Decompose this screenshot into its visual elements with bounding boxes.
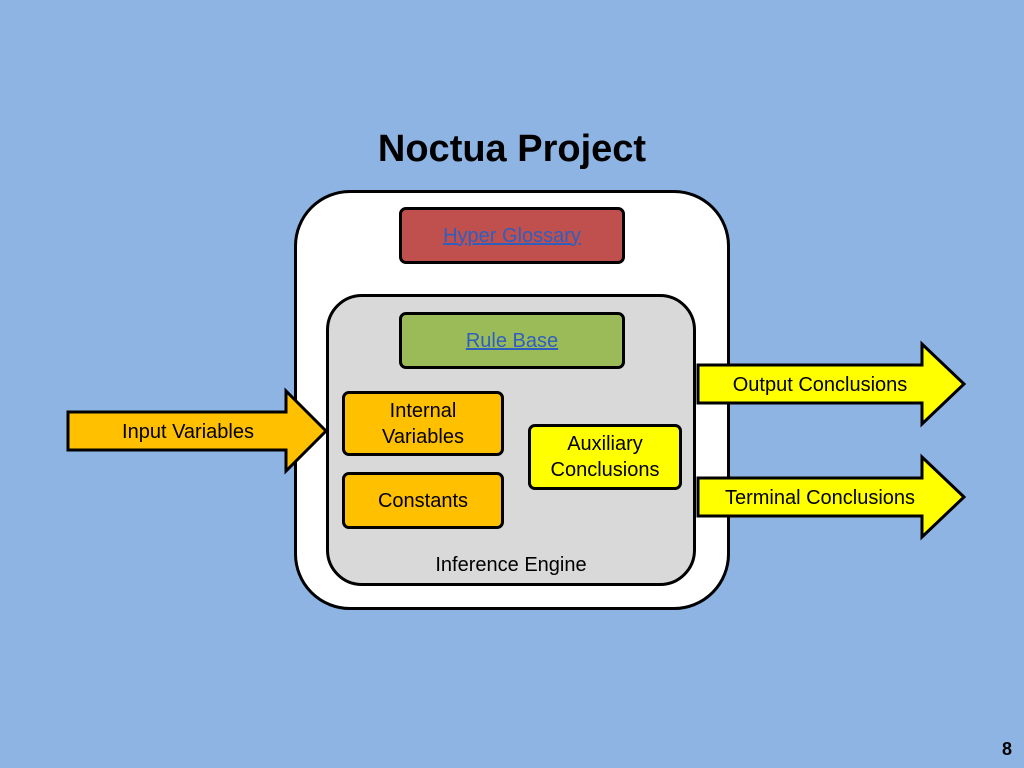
hyper-glossary-box[interactable]: Hyper Glossary [399, 207, 625, 264]
auxiliary-conclusions-label: Auxiliary Conclusions [550, 433, 660, 481]
auxiliary-conclusions-box: Auxiliary Conclusions [528, 424, 682, 490]
terminal-conclusions-arrow [696, 453, 967, 541]
output-conclusions-arrow [696, 340, 967, 428]
input-variables-arrow [66, 387, 329, 475]
constants-label: Constants [377, 489, 469, 512]
terminal-conclusions-label: Terminal Conclusions [724, 486, 916, 509]
input-variables-label: Input Variables [122, 420, 254, 443]
page-number: 8 [1001, 739, 1012, 759]
constants-box: Constants [342, 472, 504, 529]
rule-base-box[interactable]: Rule Base [399, 312, 625, 369]
output-conclusions-label: Output Conclusions [732, 373, 908, 396]
internal-variables-box: Internal Variables [342, 391, 504, 456]
hyper-glossary-link[interactable]: Hyper Glossary [443, 224, 581, 247]
inference-engine-label: Inference Engine [435, 554, 587, 576]
internal-variables-label: Internal Variables [382, 399, 464, 448]
rule-base-link[interactable]: Rule Base [465, 329, 559, 352]
page-title: Noctua Project [377, 128, 647, 170]
